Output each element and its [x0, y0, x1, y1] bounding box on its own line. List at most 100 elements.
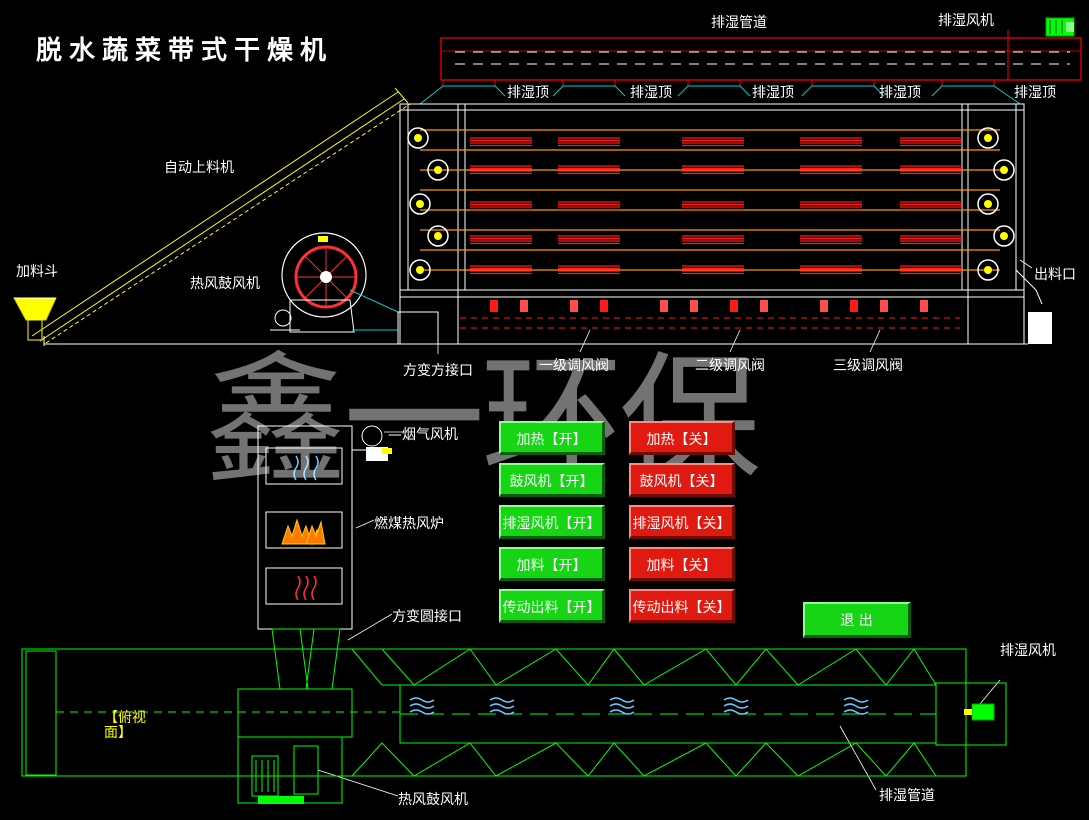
plan-wave-icon [609, 709, 635, 715]
roller-hub [416, 266, 424, 274]
vent-flap [600, 300, 608, 312]
square-connector-label: 方变方接口 [403, 363, 473, 379]
round-connector-label: 方变圆接口 [392, 609, 462, 625]
hot-wave-icon [295, 575, 317, 601]
feed-on-button[interactable]: 加料【开】 [499, 547, 605, 581]
plan-wave-icon [723, 709, 749, 715]
exit-button[interactable]: 退 出 [803, 602, 911, 638]
exhaust-duct-top [440, 30, 1082, 81]
vent-flap [660, 300, 668, 312]
steam-wave-icon [293, 455, 319, 481]
roller-icon [409, 259, 431, 281]
plan-wave-icon [723, 703, 749, 709]
blower-on-button[interactable]: 鼓风机【开】 [499, 463, 605, 497]
vent-flap [490, 300, 498, 312]
exhaust-fan-top-icon [1045, 17, 1075, 37]
plan-wave-icon [489, 697, 515, 703]
discharge-chute-icon [1015, 269, 1052, 344]
exhaust-top-label-4: 排湿顶 [879, 85, 921, 101]
hot-air-fan-side-label: 热风鼓风机 [190, 276, 260, 292]
heating-elements [470, 137, 962, 275]
feed-off-button[interactable]: 加料【关】 [629, 547, 735, 581]
plan-view-label-1: 【俯视 [104, 710, 146, 726]
roller-icon [409, 193, 431, 215]
leader-lines [437, 259, 1033, 354]
belt-rollers [407, 127, 1015, 281]
hood-slopes [419, 85, 1021, 105]
drive-on-button[interactable]: 传动出料【开】 [499, 589, 605, 623]
plan-view [21, 628, 1007, 804]
plan-view-label-2: 面】 [104, 725, 132, 741]
roller-hub [984, 200, 992, 208]
roller-hub [434, 232, 442, 240]
discharge-label: 出料口 [1034, 267, 1076, 283]
vent-flap [880, 300, 888, 312]
exhaust-on-button[interactable]: 排湿风机【开】 [499, 505, 605, 539]
roller-icon [427, 159, 449, 181]
vent-flap [520, 300, 528, 312]
roller-icon [407, 127, 429, 149]
hot-air-blower-icon [270, 232, 367, 333]
flue-fan-label: —烟气风机 [388, 427, 458, 443]
roller-icon [427, 225, 449, 247]
plan-exhaust-fan-icon [964, 703, 995, 721]
plan-wave-icon [843, 709, 869, 715]
exhaust-top-label-2: 排湿顶 [630, 85, 672, 101]
vent-flap [820, 300, 828, 312]
exhaust-off-button[interactable]: 排湿风机【关】 [629, 505, 735, 539]
air-distribution-vents [460, 300, 960, 329]
roller-hub [414, 134, 422, 142]
exhaust-pipe-plan-label: 排湿管道 [879, 788, 935, 804]
roller-icon [977, 259, 999, 281]
exhaust-pipe-top-label: 排湿管道 [711, 15, 767, 31]
vent-flap [570, 300, 578, 312]
damper-2-label: 二级调风阀 [695, 358, 765, 374]
exhaust-top-label-3: 排湿顶 [752, 85, 794, 101]
damper-3-label: 三级调风阀 [833, 358, 903, 374]
plan-wave-icon [843, 697, 869, 703]
plan-blower-icon [251, 755, 304, 804]
roller-icon [977, 193, 999, 215]
hot-air-fan-plan-label: 热风鼓风机 [398, 792, 468, 808]
auto-feeder-label: 自动上料机 [164, 160, 234, 176]
plan-wave-icon [843, 703, 869, 709]
vent-flap [690, 300, 698, 312]
plan-steam-waves [409, 697, 869, 715]
furnace-leaders [317, 431, 1001, 797]
plan-wave-icon [489, 703, 515, 709]
exhaust-fan-top-label: 排湿风机 [938, 13, 994, 29]
roller-icon [993, 225, 1015, 247]
exhaust-top-label-1: 排湿顶 [507, 85, 549, 101]
plan-wave-icon [409, 697, 435, 703]
roller-hub [434, 166, 442, 174]
vent-flap [920, 300, 928, 312]
roller-hub [1000, 232, 1008, 240]
coal-furnace-label: 燃煤热风炉 [374, 516, 444, 532]
plan-wave-icon [409, 703, 435, 709]
plan-wave-icon [609, 703, 635, 709]
exhaust-top-label-5: 排湿顶 [1014, 85, 1056, 101]
vent-flap [760, 300, 768, 312]
roller-hub [416, 200, 424, 208]
auto-feeder-incline [31, 87, 411, 344]
damper-link-lines [349, 289, 399, 331]
hopper-icon [13, 297, 57, 341]
dryer-frame [397, 103, 1025, 345]
roller-icon [993, 159, 1015, 181]
damper-1-label: 一级调风阀 [539, 358, 609, 374]
plan-wave-icon [409, 709, 435, 715]
flame-icon [281, 518, 326, 546]
drive-off-button[interactable]: 传动出料【关】 [629, 589, 735, 623]
flue-fan-icon [352, 425, 392, 461]
roller-hub [984, 266, 992, 274]
exhaust-fan-plan-label: 排湿风机 [1000, 643, 1056, 659]
blower-off-button[interactable]: 鼓风机【关】 [629, 463, 735, 497]
heat-on-button[interactable]: 加热【开】 [499, 421, 605, 455]
hopper-label: 加料斗 [16, 264, 58, 280]
vent-flap [730, 300, 738, 312]
plan-wave-icon [489, 709, 515, 715]
page-title: 脱水蔬菜带式干燥机 [36, 36, 334, 66]
roller-icon [977, 127, 999, 149]
heat-off-button[interactable]: 加热【关】 [629, 421, 735, 455]
plan-wave-icon [723, 697, 749, 703]
